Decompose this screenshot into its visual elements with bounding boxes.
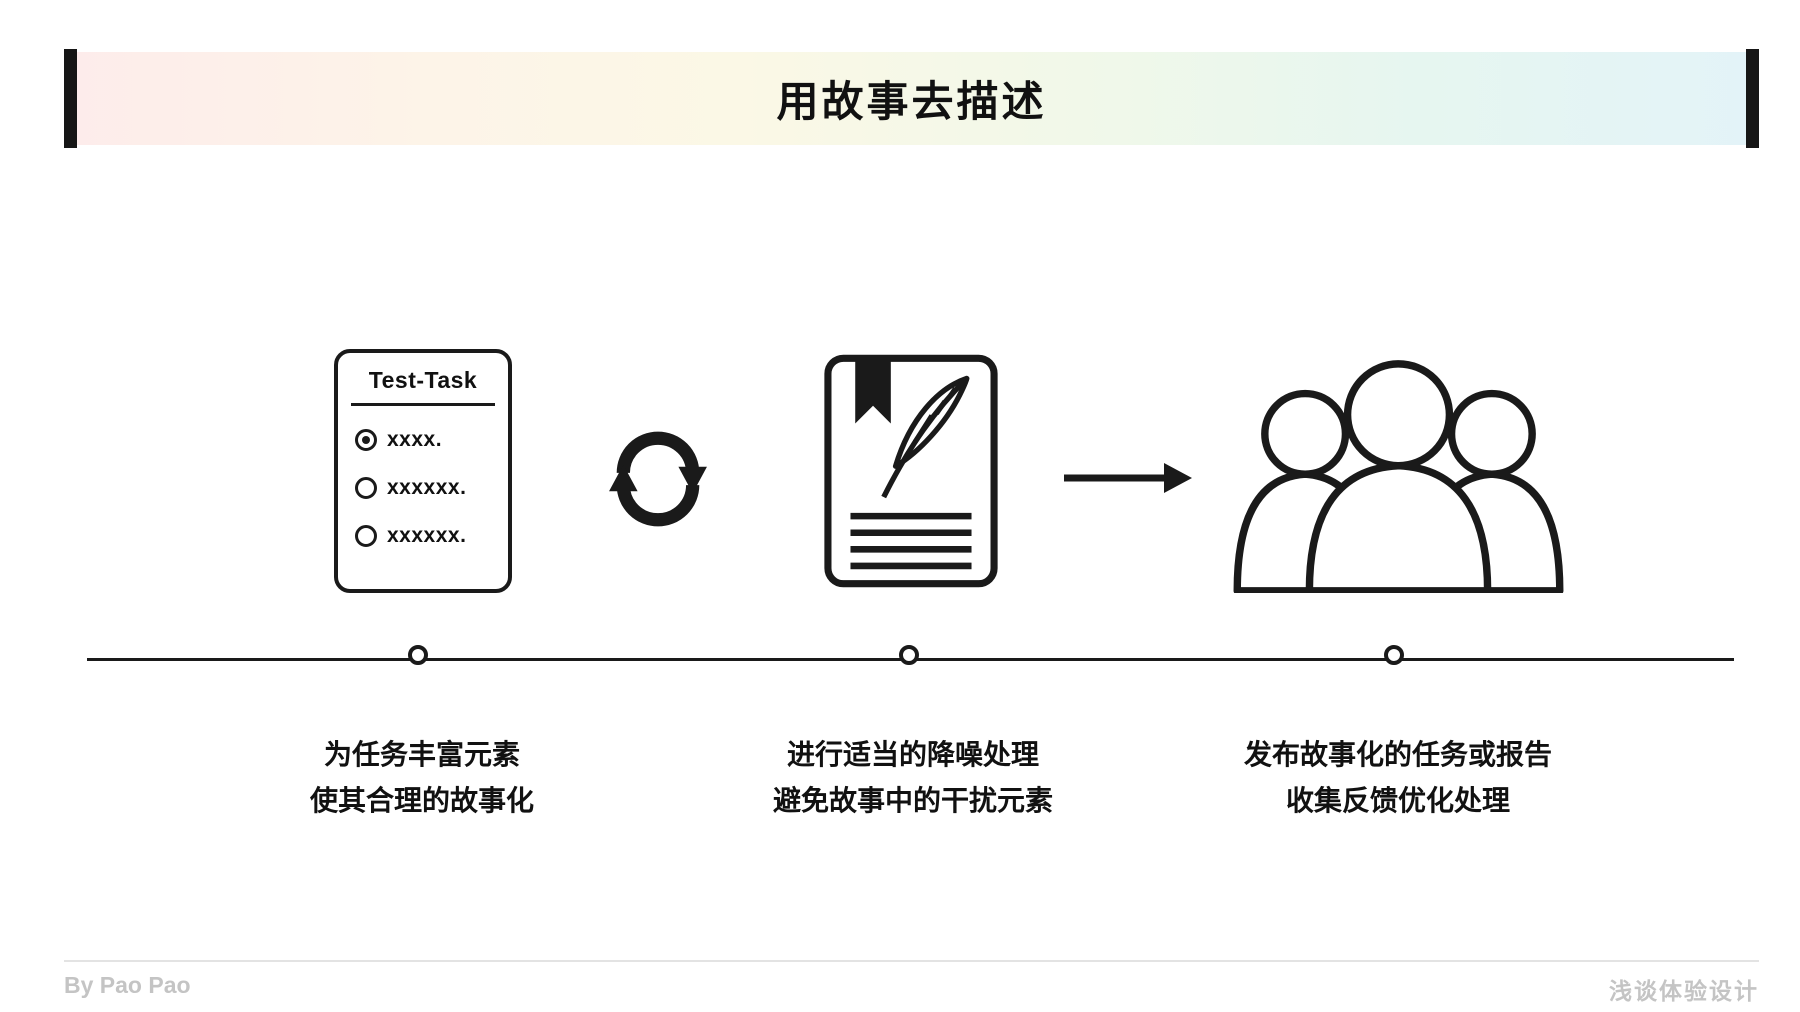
footer-watermark: 浅谈体验设计 — [1609, 978, 1759, 1004]
task-list-item: xxxx. — [355, 423, 508, 457]
task-list-item: xxxxxx. — [355, 471, 508, 505]
task-item-text: xxxxxx. — [387, 476, 467, 499]
caption-line: 发布故事化的任务或报告 — [1243, 739, 1552, 770]
caption-line: 为任务丰富元素 — [323, 739, 520, 770]
banner-right-bar — [1746, 49, 1759, 148]
radio-unselected-icon — [355, 477, 377, 499]
task-list-item: xxxxxx. — [355, 519, 508, 553]
test-task-card-icon: Test-Task xxxx. xxxxxx. xxxxxx. — [334, 349, 512, 593]
step-caption-1: 为任务丰富元素 使其合理的故事化 — [122, 732, 722, 824]
task-item-text: xxxxxx. — [387, 524, 467, 547]
story-document-quill-icon — [822, 351, 1000, 591]
radio-unselected-icon — [355, 525, 377, 547]
arrow-right-icon — [1060, 458, 1200, 498]
timeline-node-3 — [1384, 645, 1404, 665]
task-item-text: xxxx. — [387, 428, 443, 451]
title-banner: 用故事去描述 — [64, 49, 1759, 148]
audience-group-icon — [1227, 349, 1570, 593]
page-title: 用故事去描述 — [776, 78, 1047, 125]
caption-line: 收集反馈优化处理 — [1285, 785, 1510, 816]
bookmark-ribbon-icon — [855, 358, 891, 424]
timeline-node-2 — [899, 645, 919, 665]
task-card-list: xxxx. xxxxxx. xxxxxx. — [338, 423, 508, 553]
task-card-divider — [351, 403, 495, 406]
footer-divider — [64, 960, 1759, 962]
radio-selected-icon — [355, 429, 377, 451]
caption-line: 使其合理的故事化 — [309, 785, 534, 816]
refresh-cycle-icon — [607, 428, 709, 530]
banner-left-bar — [64, 49, 77, 148]
caption-line: 进行适当的降噪处理 — [786, 739, 1039, 770]
step-caption-3: 发布故事化的任务或报告 收集反馈优化处理 — [1098, 732, 1698, 824]
footer-author: By Pao Pao — [64, 972, 191, 998]
caption-line: 避免故事中的干扰元素 — [772, 785, 1053, 816]
timeline-node-1 — [408, 645, 428, 665]
step-caption-2: 进行适当的降噪处理 避免故事中的干扰元素 — [613, 732, 1213, 824]
task-card-title: Test-Task — [368, 367, 478, 393]
